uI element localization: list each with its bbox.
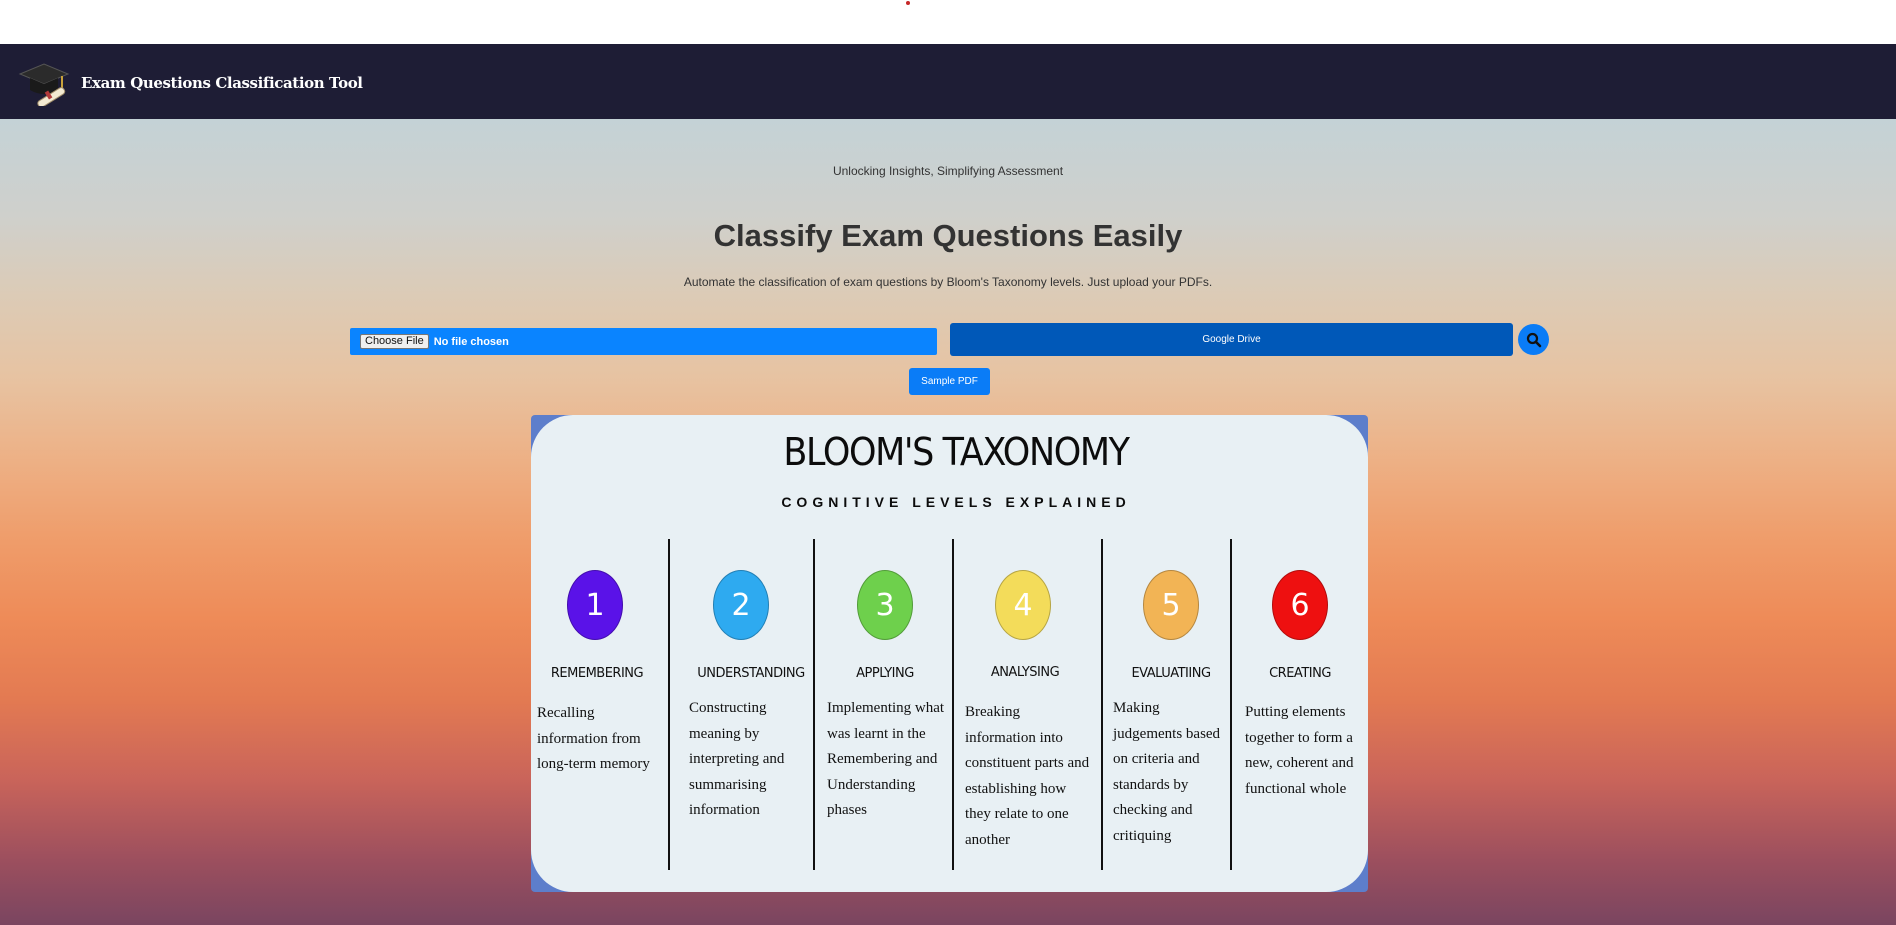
column-divider: [668, 539, 670, 870]
level-6-name: CREATING: [1269, 666, 1331, 681]
top-strip: [0, 0, 1896, 44]
level-4-description: Breaking information into constituent pa…: [965, 704, 1090, 848]
tagline: Unlocking Insights, Simplifying Assessme…: [832, 164, 1064, 178]
sample-pdf-button[interactable]: Sample PDF: [909, 368, 990, 395]
taxonomy-card: [531, 415, 1368, 892]
column-divider: [813, 539, 815, 870]
level-5-description: Making judgements based on criteria and …: [1113, 700, 1221, 844]
google-drive-button[interactable]: Google Drive: [950, 323, 1513, 356]
level-6-description: Putting elements together to form a new,…: [1245, 704, 1354, 797]
level-3-name: APPLYING: [856, 666, 914, 681]
loading-dot: [906, 1, 910, 5]
column-divider: [1101, 539, 1103, 870]
level-4-circle: 4: [995, 570, 1051, 640]
level-5-circle: 5: [1143, 570, 1199, 640]
column-divider: [1230, 539, 1232, 870]
navbar: Exam Questions Classification Tool: [0, 44, 1896, 119]
level-1-description: Recalling information from long-term mem…: [537, 705, 650, 772]
level-2-name: UNDERSTANDING: [697, 666, 805, 681]
taxonomy-subtitle: COGNITIVE LEVELS EXPLAINED: [781, 494, 1131, 510]
column-divider: [952, 539, 954, 870]
level-1-name: REMEMBERING: [550, 666, 644, 681]
search-icon: [1526, 332, 1541, 347]
page-headline: Classify Exam Questions Easily: [713, 218, 1183, 253]
level-2-description: Constructing meaning by interpreting and…: [689, 700, 785, 818]
level-3-description: Implementing what was learnt in the Reme…: [827, 700, 945, 818]
file-upload-input[interactable]: Choose File No file chosen: [350, 328, 937, 355]
level-5-name: EVALUATIING: [1131, 666, 1211, 681]
level-4-name: ANALYSING: [990, 665, 1060, 680]
choose-file-button[interactable]: Choose File: [360, 334, 429, 349]
level-1-circle: 1: [567, 570, 623, 640]
graduation-cap-icon[interactable]: [18, 60, 72, 108]
app-title[interactable]: Exam Questions Classification Tool: [81, 74, 363, 92]
level-6-circle: 6: [1272, 570, 1328, 640]
page-description: Automate the classification of exam ques…: [683, 275, 1213, 289]
level-3-circle: 3: [857, 570, 913, 640]
search-button[interactable]: [1518, 324, 1549, 355]
file-status-text: No file chosen: [433, 335, 509, 348]
level-2-circle: 2: [713, 570, 769, 640]
taxonomy-title: BLOOM'S TAXONOMY: [783, 430, 1130, 474]
